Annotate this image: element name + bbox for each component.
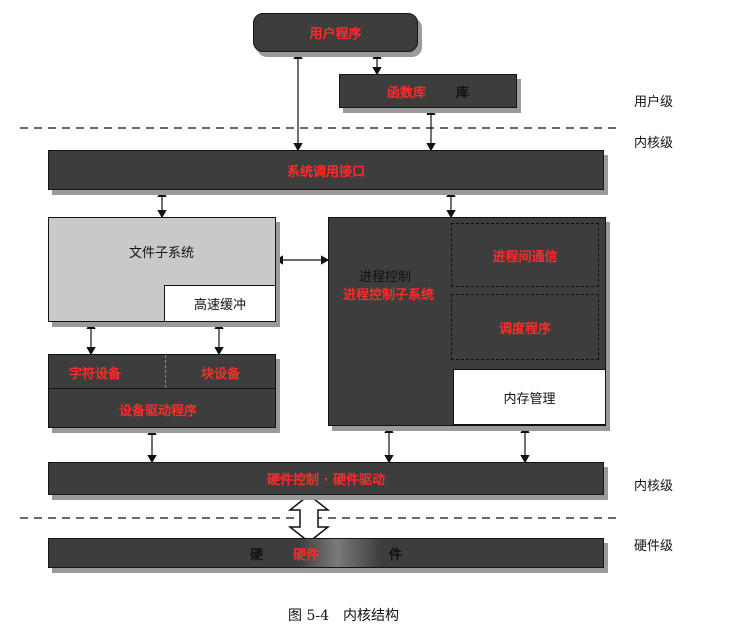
- double-arrow-hwctrl-hardware: [287, 494, 331, 543]
- function-library-label-tail: 库: [456, 85, 470, 101]
- process-control-box: 进程控制 进程控制子系统 进程间通信 调度程序 内存管理: [328, 217, 606, 426]
- user-program-box: 用户程序: [253, 13, 418, 52]
- figure-caption: 图 5-4 内核结构: [288, 608, 399, 624]
- function-library-box: 函数库 库: [339, 74, 517, 108]
- memory-management-box: 内存管理: [453, 369, 606, 425]
- scheduler-box: 调度程序: [451, 294, 599, 360]
- device-row-divider: [49, 388, 275, 389]
- level-kernel-bottom: 内核级: [634, 479, 674, 494]
- char-device-label: 字符设备: [69, 367, 122, 382]
- level-hardware: 硬件级: [634, 539, 674, 554]
- level-user: 用户级: [634, 95, 674, 110]
- process-control-label: 进程控制: [359, 270, 412, 285]
- device-group: 字符设备 块设备 设备驱动程序: [48, 354, 276, 428]
- scheduler-label: 调度程序: [498, 321, 551, 337]
- hardware-label-a: 硬: [249, 547, 263, 563]
- device-driver-label: 设备驱动程序: [119, 404, 198, 419]
- device-split-divider: [165, 355, 166, 388]
- syscall-interface-label: 系统调用接口: [286, 164, 365, 180]
- process-control-subsystem-label: 进程控制子系统: [343, 288, 435, 303]
- buffer-cache-label: 高速缓冲: [193, 298, 246, 313]
- hardware-label-mid: 硬件: [292, 547, 319, 563]
- buffer-cache-box: 高速缓冲: [164, 285, 276, 322]
- file-subsystem-box: 文件子系统 高速缓冲: [48, 217, 276, 322]
- syscall-interface-box: 系统调用接口: [48, 150, 604, 190]
- level-kernel-top: 内核级: [634, 136, 674, 151]
- hardware-label-b: 件: [389, 547, 403, 563]
- hardware-control-box: 硬件控制 · 硬件驱动: [48, 462, 604, 495]
- function-library-label: 函数库: [386, 85, 426, 101]
- file-subsystem-label: 文件子系统: [129, 246, 195, 261]
- hardware-box: 硬 硬件 件: [48, 538, 604, 568]
- ipc-box: 进程间通信: [451, 223, 599, 287]
- memory-management-label: 内存管理: [503, 391, 556, 407]
- block-device-label: 块设备: [201, 367, 241, 382]
- user-program-label: 用户程序: [309, 27, 362, 42]
- hardware-control-label: 硬件控制 · 硬件驱动: [267, 473, 385, 488]
- ipc-label: 进程间通信: [492, 249, 558, 265]
